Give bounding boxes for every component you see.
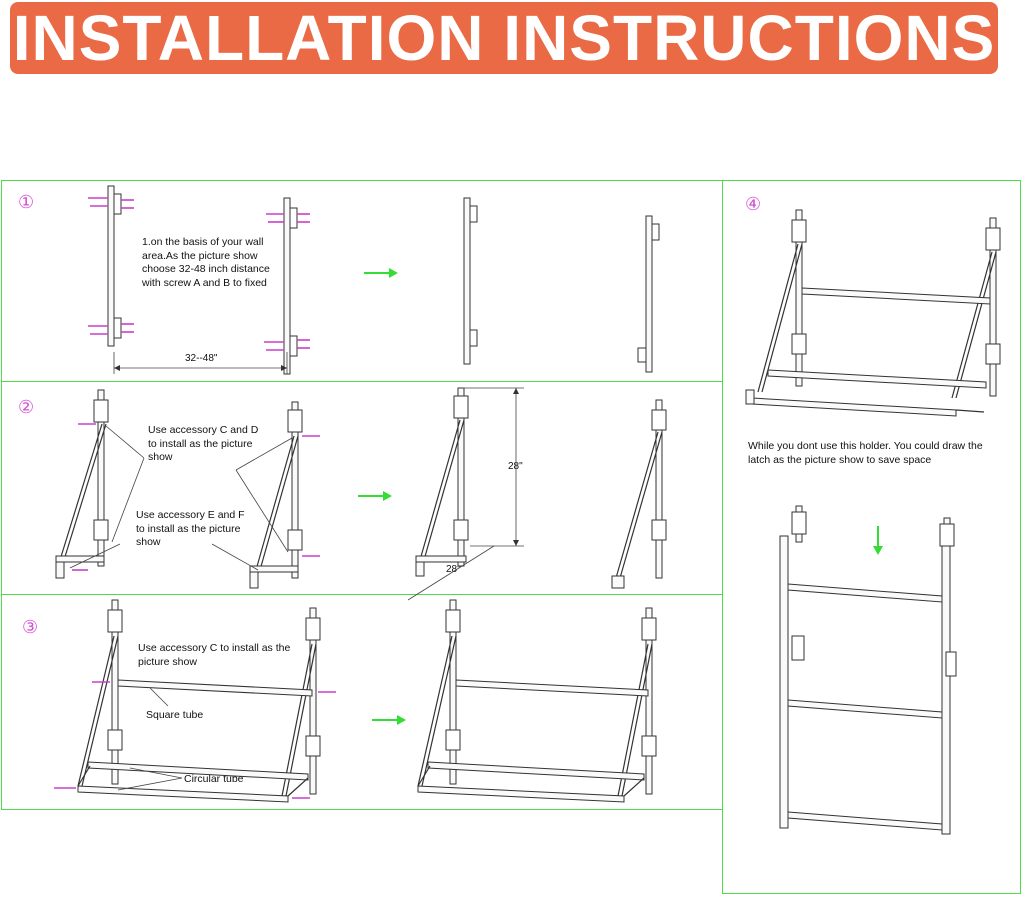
- step-1-distance-label: 32--48": [185, 353, 218, 364]
- title-banner: INSTALLATION INSTRUCTIONS: [10, 2, 998, 74]
- square-tube-label: Square tube: [146, 709, 204, 721]
- step-1-instruction: 1.on the basis of your wall area.As the …: [142, 236, 270, 289]
- step-3-instruction: Use accessory C to install as the pictur…: [138, 642, 291, 668]
- step-2-number: ②: [18, 397, 35, 418]
- step-3-frame-assembled: [417, 599, 657, 803]
- step-2-instruction-e-f: Use accessory E and F to install as the …: [136, 509, 245, 548]
- step-2-bracket-right: [249, 401, 320, 589]
- step-3-number: ③: [22, 617, 39, 638]
- step-4-number: ④: [745, 194, 762, 215]
- step-2-depth-label: 28": [446, 564, 461, 575]
- step-2-bracket-folded: [611, 399, 667, 589]
- step-1-number: ①: [18, 192, 35, 213]
- step-4-instruction: While you dont use this holder. You coul…: [748, 440, 983, 466]
- page-title: INSTALLATION INSTRUCTIONS: [12, 2, 996, 74]
- step-1-wall-rails: [88, 185, 310, 375]
- step-2-bracket-left: [55, 389, 109, 579]
- step-4-holder-folded: [779, 505, 957, 835]
- step-2-bracket-assembled: [407, 387, 524, 601]
- step-4-holder-open: [745, 209, 1001, 417]
- step-2-height-label: 28": [508, 461, 523, 472]
- step-3-frame-with-tubes: [54, 599, 336, 803]
- step-2-instruction-c-d: Use accessory C and D to install as the …: [148, 424, 259, 463]
- step-4-panel: [722, 180, 1021, 894]
- step-1-rails-fixed: [463, 197, 660, 373]
